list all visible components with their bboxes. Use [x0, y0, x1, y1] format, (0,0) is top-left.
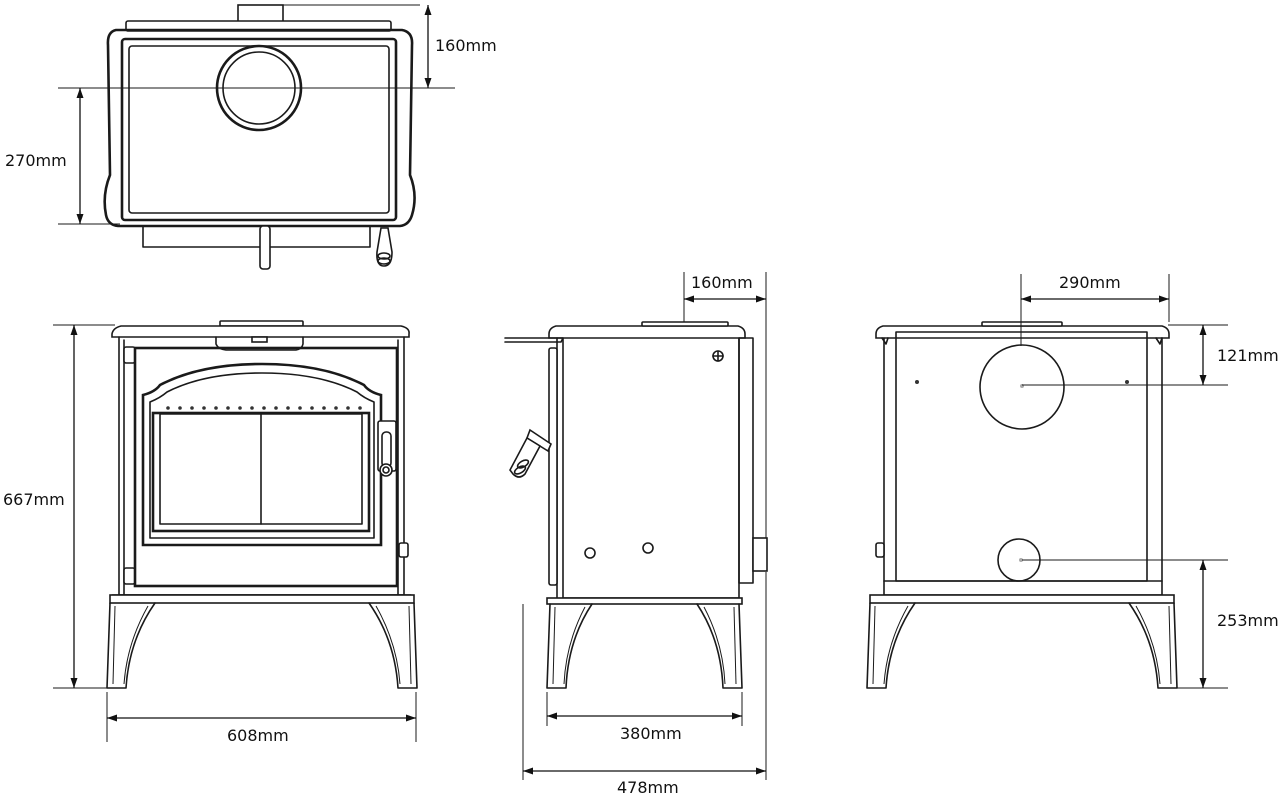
front-view-door-arch [141, 362, 383, 547]
rear-view-back-panel [895, 331, 1148, 582]
side-view-door-profile [548, 347, 558, 586]
rear-view-body [883, 337, 1163, 596]
front-view-left-leg [106, 602, 156, 689]
rear-view-air-control [875, 542, 885, 558]
front-view-hinge-top [123, 346, 136, 364]
dim-front-height: 667mm [3, 490, 65, 509]
dim-side-flue-offset: 160mm [691, 273, 753, 292]
dim-front-width: 608mm [227, 726, 289, 745]
front-view-base-plate [109, 594, 415, 604]
top-view-hotplate [120, 37, 398, 222]
dim-rear-flue-spacing: 290mm [1059, 273, 1121, 292]
side-view-rear-leg [696, 603, 743, 689]
rear-view [866, 274, 1228, 689]
front-view-door-panel [133, 346, 399, 588]
side-view [504, 272, 768, 780]
side-view-top-plate [548, 325, 746, 339]
side-view-door-handle [526, 428, 552, 453]
dim-rear-bottom-flue-height: 253mm [1217, 611, 1279, 630]
front-view-air-holes [166, 406, 362, 410]
front-view-hinge-bottom [123, 567, 136, 585]
side-view-rear-outlet [752, 537, 768, 572]
rear-view-right-leg [1128, 602, 1178, 689]
side-view-hole-2 [642, 542, 654, 554]
rear-view-base-plate [869, 594, 1175, 604]
dimension-lines [70, 5, 1207, 775]
front-view-top-plate [111, 325, 410, 338]
dim-side-leg-depth: 380mm [620, 724, 682, 743]
side-view-hob-shelf [504, 337, 564, 343]
top-view-riddler-rod [259, 225, 271, 270]
front-view-glass-frame [151, 411, 371, 533]
dim-rear-top-flue-height: 121mm [1217, 346, 1279, 365]
side-view-rear-heatshield [738, 337, 754, 584]
top-view-ashpan-edge [142, 225, 371, 248]
dim-top-depth-to-flue: 270mm [5, 151, 67, 170]
side-view-hole-1 [584, 547, 596, 559]
side-view-body [562, 337, 740, 599]
front-view-air-control [398, 542, 409, 558]
side-view-base-plate [546, 597, 743, 605]
top-view [58, 4, 455, 270]
front-view-right-leg [368, 602, 418, 689]
dim-top-flue-offset: 160mm [435, 36, 497, 55]
top-view-door-handle [376, 227, 393, 267]
side-view-front-leg [546, 603, 593, 689]
rear-view-left-leg [866, 602, 916, 689]
front-view [53, 320, 418, 742]
top-view-body-outline [103, 28, 416, 228]
rear-view-top-flue [979, 344, 1065, 430]
dim-side-total-depth: 478mm [617, 778, 679, 797]
